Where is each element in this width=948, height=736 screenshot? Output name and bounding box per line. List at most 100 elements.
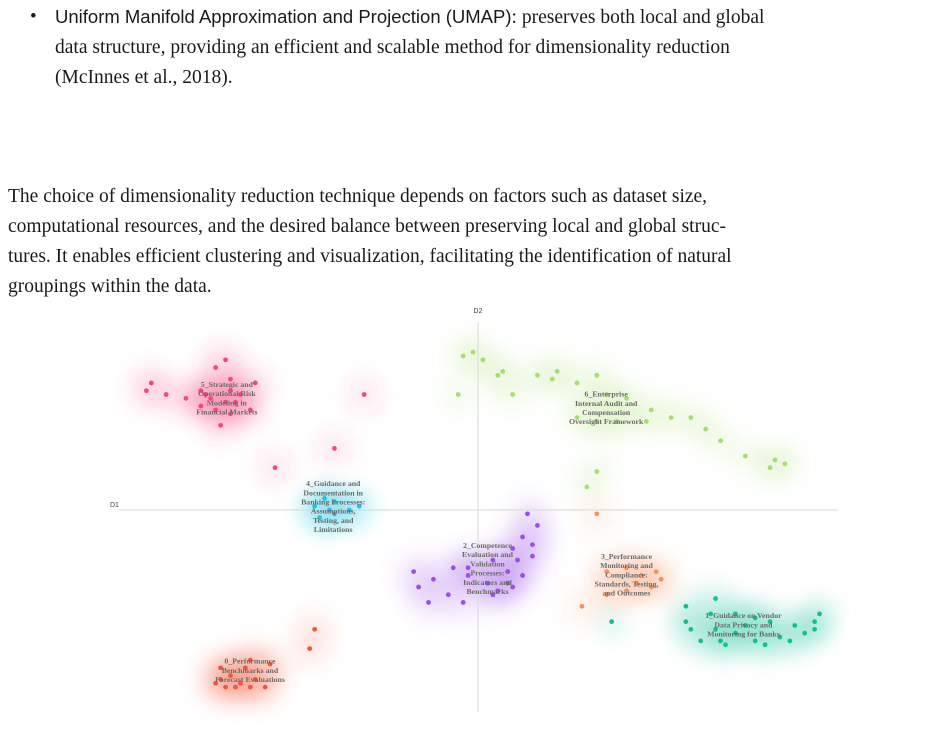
point-6-enterprise-internal-25: [584, 484, 590, 490]
paragraph-line-3: tures. It enables efficient clustering a…: [8, 246, 732, 267]
point-2-competence-evaluation-20: [460, 600, 466, 605]
point-6-enterprise-internal-28: [594, 372, 600, 378]
point-5-strategic-and-9: [228, 411, 233, 417]
point-6-enterprise-internal-13: [688, 415, 694, 420]
cluster-label-line: Assumptions,: [311, 507, 356, 516]
bullet-line-2: data structure, providing an efficient a…: [55, 37, 730, 58]
point-3-performance-monitoring-3: [638, 573, 644, 578]
point-5-strategic-and-13: [213, 365, 219, 370]
point-1-guidance-on-14: [723, 642, 728, 648]
point-2-competence-evaluation-15: [431, 576, 436, 582]
point-1-guidance-on-17: [708, 611, 714, 617]
point-1-guidance-on-1: [713, 596, 718, 601]
point-2-competence-evaluation-23: [465, 565, 471, 571]
point-0-performance-benchmarks-4: [238, 680, 243, 686]
point-6-enterprise-internal-6: [554, 369, 560, 374]
point-5-strategic-and-11: [148, 380, 154, 386]
point-6-enterprise-internal-26: [455, 392, 461, 397]
cluster-label-line: Documentation in: [303, 488, 363, 497]
cluster-label-line: Financial Markets: [196, 408, 257, 417]
point-6-enterprise-internal-0: [460, 353, 466, 359]
point-6-enterprise-internal-21: [594, 419, 600, 424]
point-2-competence-evaluation-2: [520, 534, 525, 540]
point-3-performance-monitoring-0: [594, 511, 600, 517]
point-5-strategic-and-6: [252, 380, 258, 386]
point-6-enterprise-internal-4: [495, 372, 501, 378]
point-1-guidance-on-8: [777, 634, 783, 640]
cluster-label-line: 6_Enterprise: [585, 390, 629, 399]
density-core-0-performance-benchmarks: [215, 648, 284, 697]
point-3-performance-monitoring-1: [604, 569, 610, 574]
point-2-competence-evaluation-17: [416, 584, 421, 590]
scatter-points-layer: [143, 349, 822, 690]
point-0-performance-benchmarks-13: [307, 646, 313, 651]
cluster-label-line: 3_Performance: [601, 552, 653, 561]
bullet-marker: •: [30, 6, 37, 27]
point-0-performance-benchmarks-11: [267, 661, 273, 667]
cluster-label-line: Compensation: [582, 408, 631, 417]
point-3-performance-monitoring-7: [604, 592, 610, 598]
point-2-competence-evaluation-3: [530, 542, 535, 548]
point-6-enterprise-internal-20: [574, 415, 580, 420]
cluster-label-line: 1_Guidance on Vendor: [705, 611, 782, 620]
point-6-enterprise-internal-9: [604, 392, 610, 397]
cluster-label-line: Monitoring for Banks: [707, 630, 780, 639]
point-6-enterprise-internal-14: [703, 426, 709, 432]
body-paragraph: The choice of dimensionality reduction t…: [8, 182, 942, 302]
point-4-guidance-and-0: [322, 496, 327, 501]
point-2-competence-evaluation-22: [510, 584, 516, 590]
cluster-label-line: Banking Processes:: [301, 497, 365, 506]
point-5-strategic-and-12: [198, 388, 204, 394]
point-6-enterprise-internal-8: [574, 380, 580, 386]
point-1-guidance-on-11: [713, 626, 718, 632]
point-3-performance-monitoring-10: [579, 603, 585, 609]
point-1-guidance-on-23: [609, 619, 615, 625]
point-6-enterprise-internal-10: [624, 395, 629, 401]
point-2-competence-evaluation-9: [520, 573, 525, 578]
point-6-enterprise-internal-12: [668, 415, 674, 420]
cluster-label-line: Data Privacy and: [714, 620, 773, 629]
point-6-enterprise-internal-24: [594, 469, 600, 474]
point-2-competence-evaluation-11: [505, 580, 511, 586]
point-2-competence-evaluation-4: [510, 546, 516, 551]
point-5-strategic-and-16: [198, 403, 204, 409]
point-2-competence-evaluation-13: [465, 573, 471, 578]
point-6-enterprise-internal-1: [470, 349, 476, 355]
point-3-performance-monitoring-5: [634, 580, 639, 586]
point-6-enterprise-internal-7: [549, 376, 555, 382]
point-6-enterprise-internal-22: [614, 419, 619, 424]
point-2-competence-evaluation-19: [426, 600, 431, 605]
point-4-guidance-and-6: [356, 503, 362, 509]
density-core-4-guidance-and: [299, 484, 368, 533]
point-6-enterprise-internal-16: [742, 453, 748, 459]
point-1-guidance-on-13: [762, 642, 768, 648]
point-1-guidance-on-2: [733, 611, 738, 617]
point-2-competence-evaluation-10: [485, 580, 491, 586]
point-1-guidance-on-9: [752, 638, 758, 644]
cluster-label-line: Compliance:: [605, 570, 647, 579]
point-4-guidance-and-5: [346, 507, 352, 513]
point-5-strategic-and-22: [361, 392, 367, 397]
point-6-enterprise-internal-19: [782, 461, 788, 467]
cluster-label-line: Forecast Evaluations: [215, 675, 285, 684]
cluster-label-line: Internal Audit and: [575, 399, 638, 408]
point-0-performance-benchmarks-9: [218, 665, 224, 671]
point-2-competence-evaluation-18: [445, 592, 451, 598]
point-2-competence-evaluation-5: [490, 557, 496, 563]
point-5-strategic-and-10: [247, 407, 253, 413]
point-1-guidance-on-20: [817, 611, 822, 617]
point-4-guidance-and-1: [312, 503, 318, 509]
point-5-strategic-and-7: [228, 376, 233, 382]
point-5-strategic-and-3: [203, 392, 209, 397]
point-5-strategic-and-0: [143, 388, 149, 394]
point-5-strategic-and-21: [272, 465, 278, 471]
point-5-strategic-and-19: [208, 395, 214, 401]
cluster-label-line: 4_Guidance and: [306, 479, 361, 488]
bullet-line-1: Uniform Manifold Approximation and Proje…: [55, 6, 765, 28]
